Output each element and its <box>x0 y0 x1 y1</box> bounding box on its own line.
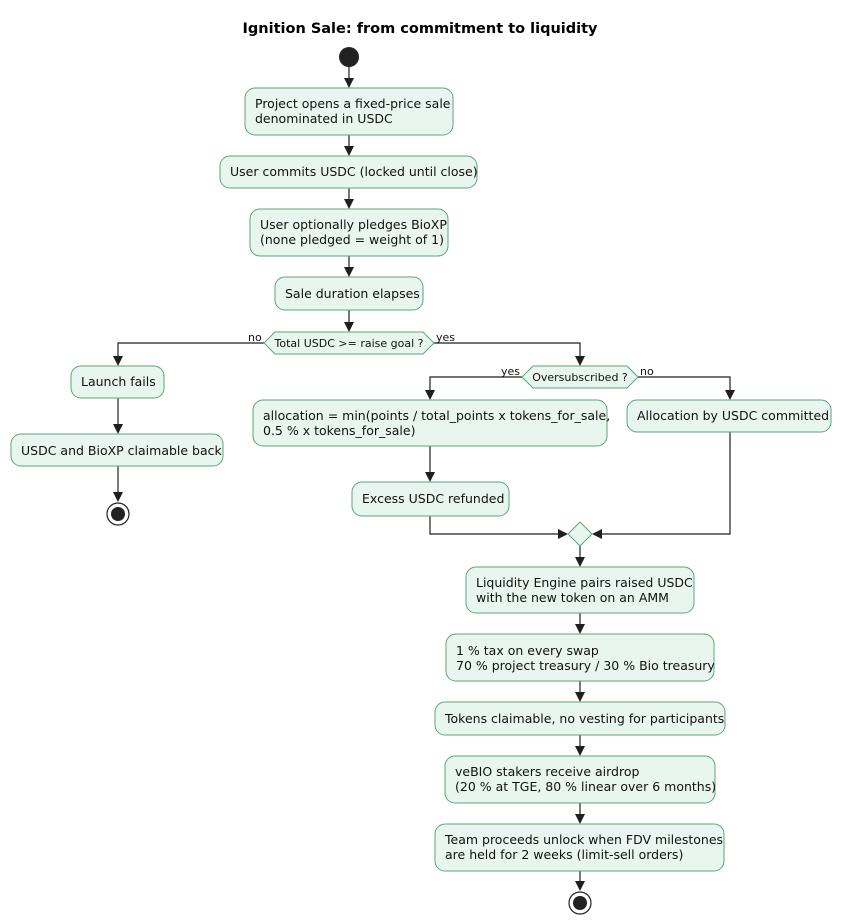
arrowhead <box>575 557 585 567</box>
decision-text: Total USDC >= raise goal ? <box>274 337 424 350</box>
arrowhead <box>575 746 585 756</box>
arrowhead <box>344 146 354 156</box>
arrowhead <box>575 624 585 634</box>
node-alloc-by-usdc: Allocation by USDC committed <box>626 399 832 433</box>
node-allocation-formula: allocation = min(points / total_points x… <box>252 399 610 447</box>
node-text: Launch fails <box>81 374 156 389</box>
node-text: veBIO stakers receive airdrop <box>455 764 639 779</box>
start-node <box>339 47 359 67</box>
arrowhead <box>425 390 435 400</box>
node-text: (20 % at TGE, 80 % linear over 6 months) <box>455 779 716 794</box>
node-text: with the new token on an AMM <box>476 590 669 605</box>
end-node-success <box>568 891 592 915</box>
node-tax: 1 % tax on every swap 70 % project treas… <box>445 633 715 682</box>
node-text: Allocation by USDC committed <box>637 408 829 423</box>
decision-oversubscribed: Oversubscribed ? <box>521 365 639 389</box>
arrowhead <box>592 529 602 539</box>
edge-label-oversub-no: no <box>640 365 654 378</box>
arrowhead <box>575 692 585 702</box>
edge-label-goal-no: no <box>248 331 262 344</box>
node-text: allocation = min(points / total_points x… <box>263 408 610 423</box>
node-pledge: User optionally pledges BioXP (none pled… <box>249 208 449 257</box>
arrowhead <box>575 356 585 366</box>
node-launch-fails: Launch fails <box>70 365 165 399</box>
arrowhead <box>113 356 123 366</box>
node-text: are held for 2 weeks (limit-sell orders) <box>445 847 683 862</box>
node-claim-back: USDC and BioXP claimable back <box>10 433 224 467</box>
node-text: Liquidity Engine pairs raised USDC <box>476 575 693 590</box>
arrowhead <box>344 199 354 209</box>
node-commit: User commits USDC (locked until close) <box>219 155 478 189</box>
node-team-unlock: Team proceeds unlock when FDV milestones… <box>434 823 725 872</box>
node-text: 1 % tax on every swap <box>456 643 599 658</box>
node-text: USDC and BioXP claimable back <box>21 443 223 458</box>
node-text: denominated in USDC <box>255 111 393 126</box>
node-excess-refund: Excess USDC refunded <box>351 481 510 517</box>
decision-text: Oversubscribed ? <box>532 371 628 384</box>
arrowhead <box>344 78 354 88</box>
node-text: 70 % project treasury / 30 % Bio treasur… <box>456 658 715 673</box>
arrowhead <box>344 267 354 277</box>
arrowhead <box>113 492 123 502</box>
edge-label-goal-yes: yes <box>436 331 455 344</box>
node-airdrop: veBIO stakers receive airdrop (20 % at T… <box>444 755 716 804</box>
arrowhead <box>425 472 435 482</box>
node-open-sale: Project opens a fixed-price sale denomin… <box>244 87 454 136</box>
edge-label-oversub-yes: yes <box>501 365 520 378</box>
node-text: User optionally pledges BioXP <box>260 217 447 232</box>
node-text: Team proceeds unlock when FDV milestones <box>444 832 723 847</box>
diagram-title: Ignition Sale: from commitment to liquid… <box>243 21 599 37</box>
node-text: Tokens claimable, no vesting for partici… <box>444 711 724 726</box>
arrowhead <box>575 814 585 824</box>
node-elapse: Sale duration elapses <box>274 276 424 311</box>
node-liquidity: Liquidity Engine pairs raised USDC with … <box>465 566 695 614</box>
node-text: User commits USDC (locked until close) <box>230 164 478 179</box>
arrowhead <box>575 881 585 891</box>
arrowhead <box>344 322 354 332</box>
node-text: Sale duration elapses <box>285 286 420 301</box>
merge-node <box>567 521 593 547</box>
node-text: Excess USDC refunded <box>362 491 504 506</box>
end-node-fail <box>106 502 130 526</box>
decision-goal: Total USDC >= raise goal ? <box>263 331 435 355</box>
node-text: 0.5 % x tokens_for_sale) <box>263 423 415 438</box>
arrowhead <box>725 390 735 400</box>
node-claimable: Tokens claimable, no vesting for partici… <box>434 701 726 736</box>
edges <box>113 67 735 891</box>
node-text: Project opens a fixed-price sale <box>255 96 451 111</box>
arrowhead <box>558 529 568 539</box>
arrowhead <box>113 424 123 434</box>
node-text: (none pledged = weight of 1) <box>260 232 444 247</box>
